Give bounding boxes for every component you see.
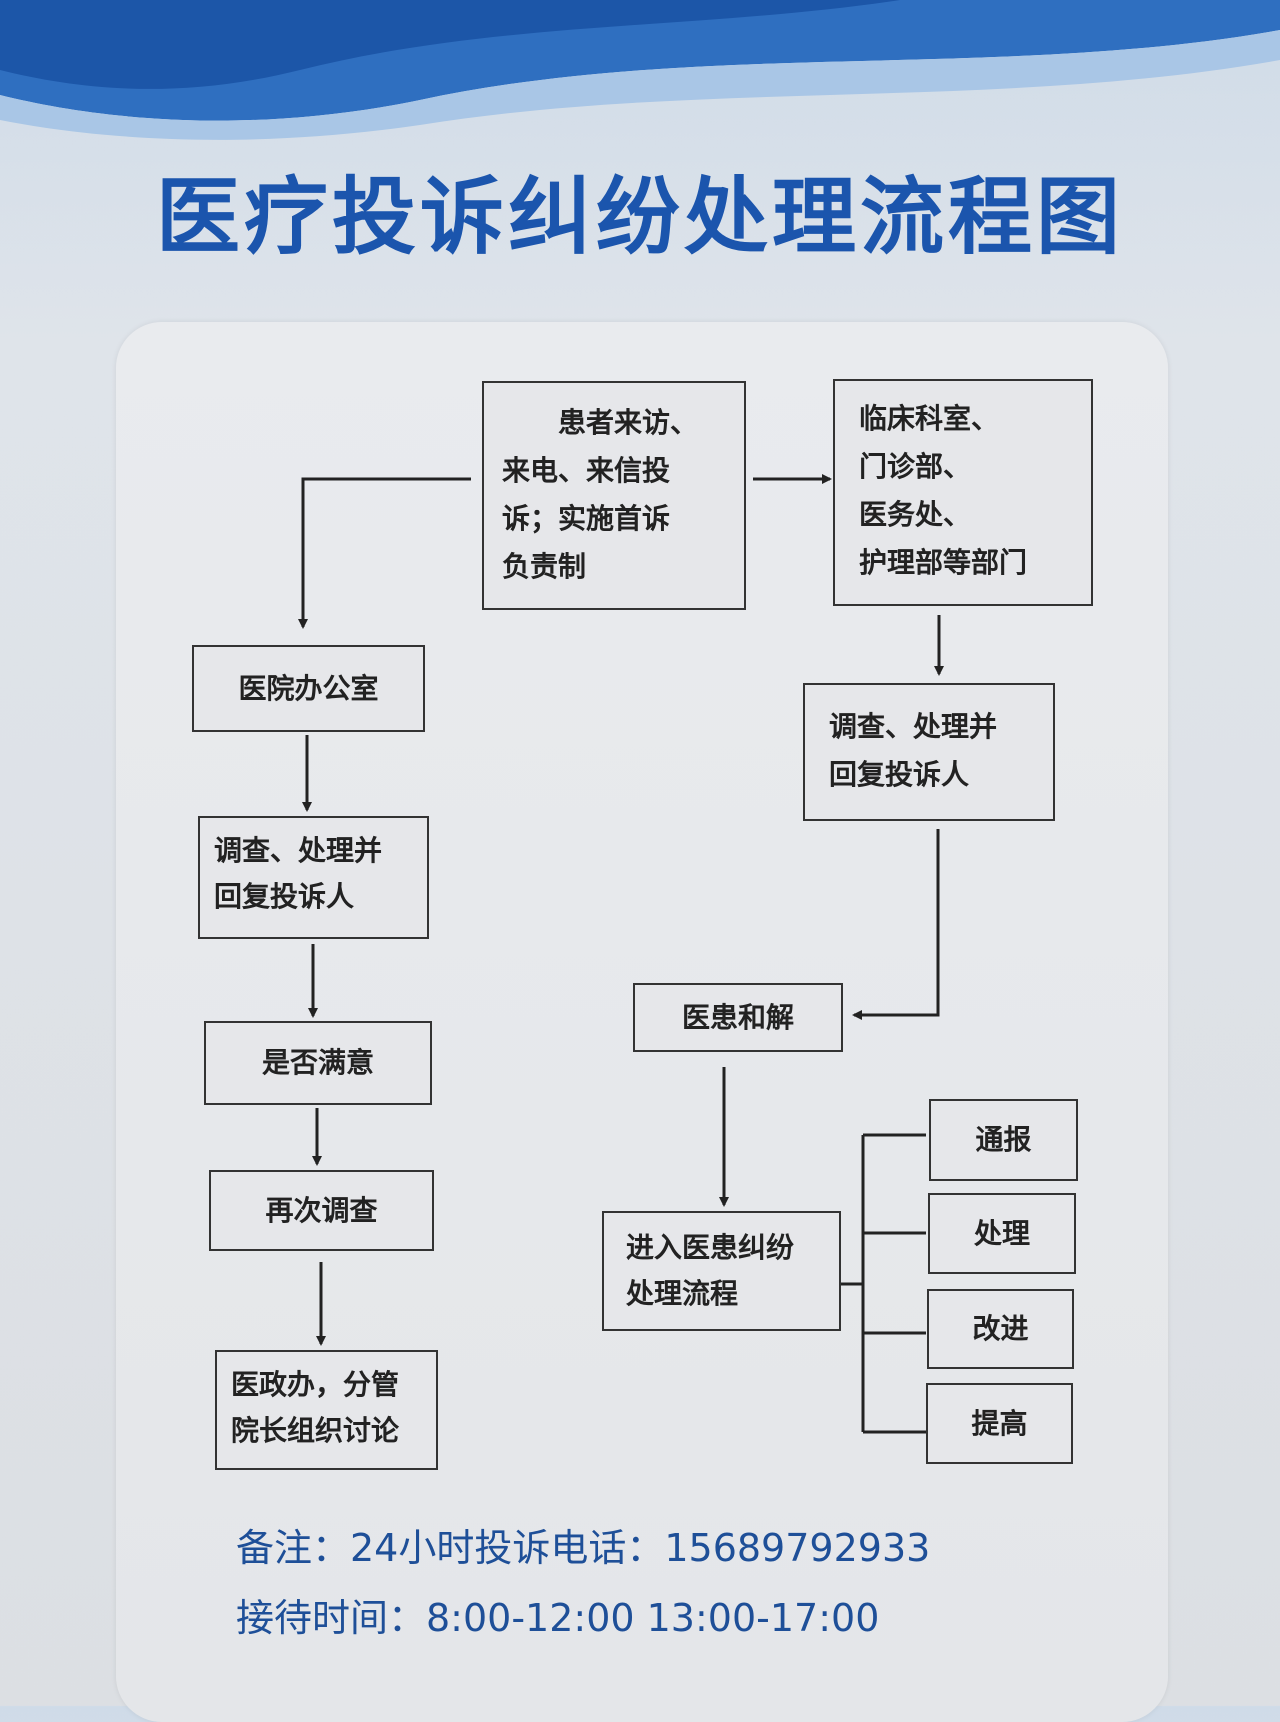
box-label: 医院办公室 — [238, 671, 379, 705]
box-label: 处理 — [973, 1216, 1030, 1250]
box-line: 进入医患纠纷 — [626, 1231, 795, 1264]
box-label: 提高 — [971, 1406, 1028, 1440]
reinvestigate-box: 再次调查 — [209, 1170, 434, 1251]
box-line: 临床科室、 — [859, 402, 1000, 435]
reconcile-box: 医患和解 — [633, 983, 843, 1052]
box-label: 是否满意 — [261, 1046, 374, 1079]
reception-hours: 接待时间：8:00-12:00 13:00-17:00 — [236, 1596, 880, 1640]
box-label: 再次调查 — [265, 1193, 378, 1227]
hotline-note: 备注：24小时投诉电话：15689792933 — [236, 1526, 931, 1570]
arrow-start-to-office — [298, 477, 471, 629]
box-line: 院长组织讨论 — [231, 1414, 400, 1447]
box-label: 医患和解 — [681, 1000, 794, 1034]
hospital-office-box: 医院办公室 — [192, 645, 425, 732]
box-line: 处理流程 — [626, 1277, 739, 1310]
start-complaint-box: 患者来访、 来电、来信投 诉；实施首诉 负责制 — [482, 381, 746, 610]
box-line: 医务处、 — [859, 498, 972, 531]
departments-box: 临床科室、 门诊部、 医务处、 护理部等部门 — [833, 379, 1093, 606]
outcome-bracket — [840, 1133, 926, 1434]
discussion-box: 医政办，分管 院长组织讨论 — [215, 1350, 438, 1470]
outcome-improve-box: 改进 — [927, 1289, 1074, 1369]
box-line: 回复投诉人 — [214, 880, 355, 913]
page-title: 医疗投诉纠纷处理流程图 — [155, 168, 1124, 266]
outcome-handle-box: 处理 — [928, 1193, 1076, 1274]
box-line: 来电、来信投 — [502, 454, 671, 487]
box-label: 通报 — [975, 1123, 1032, 1156]
box-label: 改进 — [972, 1312, 1029, 1345]
box-line: 回复投诉人 — [829, 758, 970, 791]
box-line: 负责制 — [502, 550, 587, 583]
left-investigate-box: 调查、处理并 回复投诉人 — [198, 816, 429, 939]
header-wave-decoration — [0, 0, 1280, 140]
box-line: 门诊部、 — [859, 450, 972, 483]
arrow-investigate-to-reconcile — [852, 829, 940, 1020]
outcome-enhance-box: 提高 — [926, 1383, 1073, 1464]
dispute-process-box: 进入医患纠纷 处理流程 — [602, 1211, 841, 1331]
outcome-notify-box: 通报 — [929, 1099, 1078, 1181]
satisfied-box: 是否满意 — [204, 1021, 432, 1105]
box-line: 患者来访、 — [558, 406, 699, 439]
box-line: 诉；实施首诉 — [502, 502, 671, 535]
box-line: 调查、处理并 — [214, 834, 383, 867]
box-line: 医政办，分管 — [231, 1368, 400, 1401]
box-line: 调查、处理并 — [829, 710, 998, 743]
right-investigate-box: 调查、处理并 回复投诉人 — [803, 683, 1055, 821]
box-line: 护理部等部门 — [859, 546, 1028, 579]
